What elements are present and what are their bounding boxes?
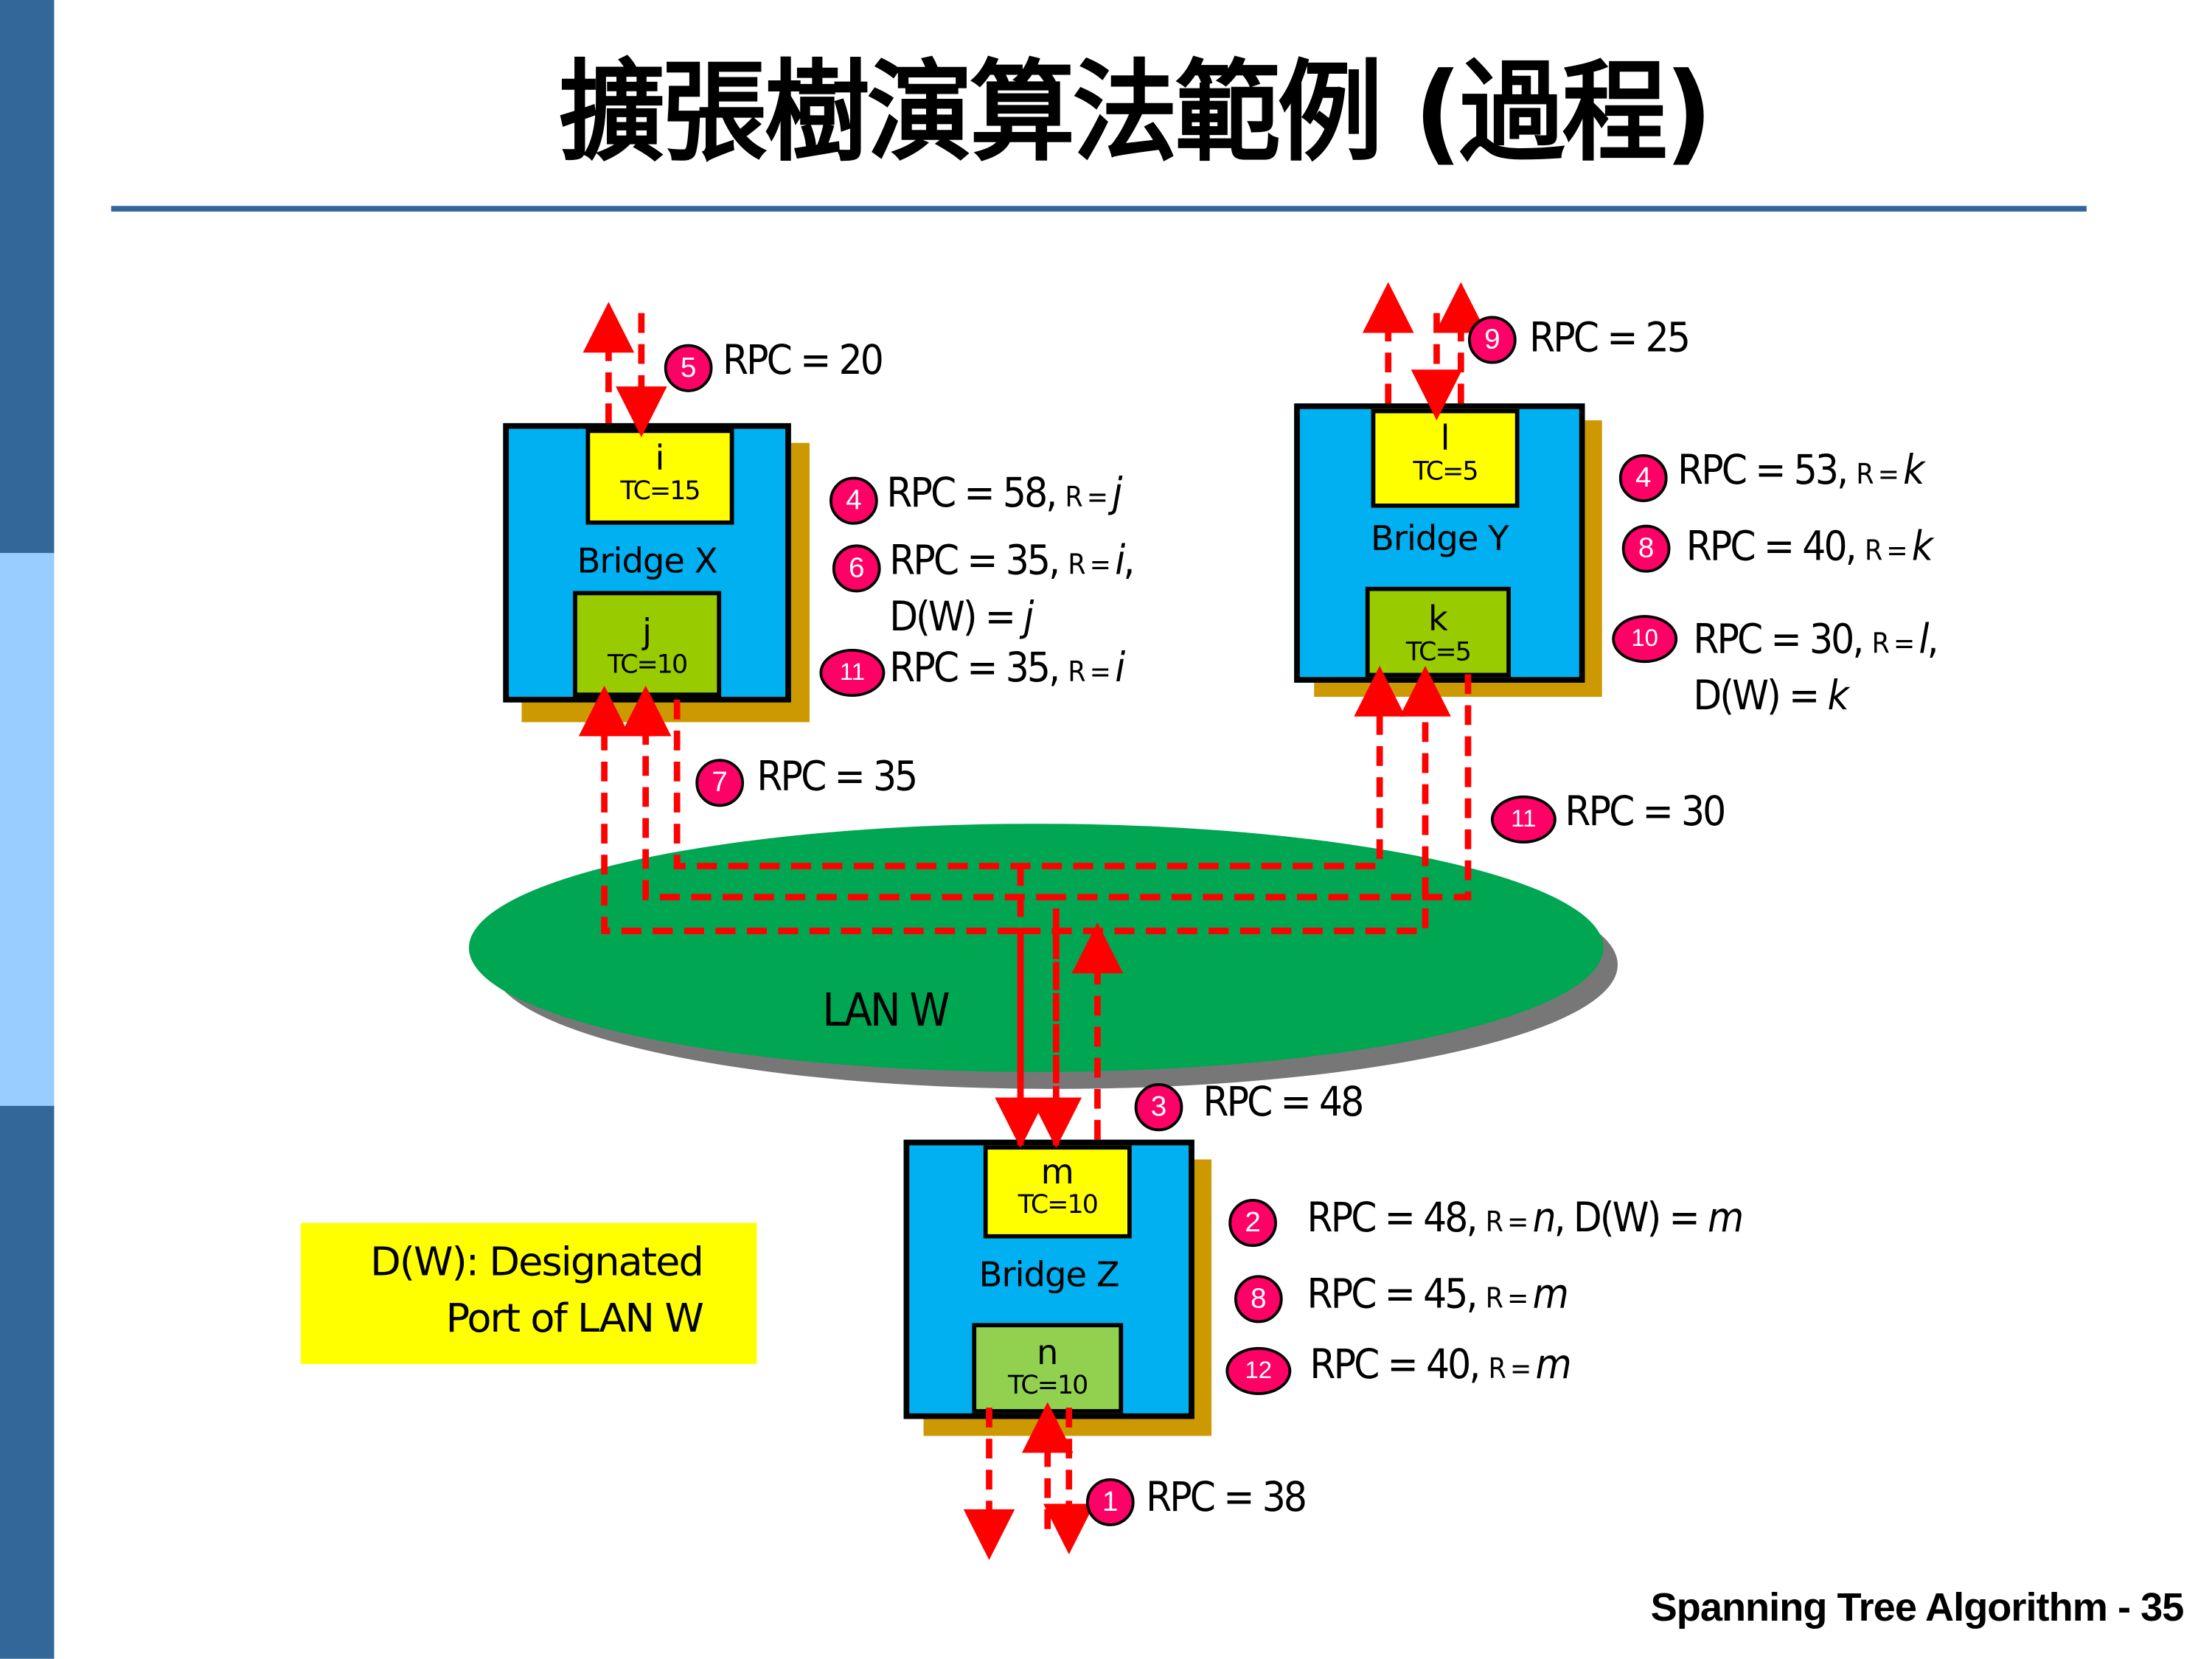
- step-badge: 6: [832, 544, 881, 593]
- step-8-z-label: RPC = 45, R = m: [1307, 1269, 1569, 1318]
- slide-footer: Spanning Tree Algorithm - 35: [1650, 1585, 2185, 1630]
- slide-title: 擴張樹演算法範例 (過程): [559, 49, 1713, 178]
- step-7-label: RPC = 35: [757, 751, 918, 800]
- bridge-name: Bridge X: [577, 541, 718, 582]
- step-4-y-label: RPC = 53, R = k: [1677, 445, 1924, 494]
- port-tc: TC=15: [620, 476, 700, 507]
- step-6-line2: D(W) = j: [889, 592, 1034, 641]
- legend-box: D(W): Designated Port of LAN W: [300, 1222, 757, 1364]
- step-badge: 11: [1490, 795, 1557, 844]
- step-badge: 11: [819, 648, 886, 698]
- port-tc: TC=5: [1413, 456, 1479, 487]
- step-5-label: RPC = 20: [723, 335, 884, 384]
- lan-w-label: LAN W: [822, 983, 950, 1037]
- step-4-x-label: RPC = 58, R = j: [886, 468, 1122, 517]
- bridge-z[interactable]: m TC=10 Bridge Z n TC=10: [903, 1139, 1194, 1419]
- port-tc: TC=10: [1008, 1371, 1088, 1401]
- port-l[interactable]: l TC=5: [1371, 408, 1520, 508]
- step-11-y-label: RPC = 30: [1565, 787, 1726, 835]
- step-10-label: RPC = 30, R = l,: [1693, 615, 1938, 664]
- step-badge: 3: [1134, 1083, 1183, 1132]
- step-3-label: RPC = 48: [1203, 1077, 1364, 1126]
- port-id: l: [1440, 419, 1450, 459]
- step-1-label: RPC = 38: [1146, 1472, 1307, 1521]
- sidebar-decoration: [0, 0, 55, 1659]
- legend-line-2: Port of LAN W: [445, 1295, 704, 1342]
- step-badge: 7: [695, 759, 745, 807]
- step-badge: 1: [1085, 1478, 1135, 1526]
- step-6-label: RPC = 35, R = i,: [889, 535, 1135, 584]
- port-id: m: [1040, 1152, 1074, 1192]
- title-divider: [111, 206, 2087, 212]
- step-badge: 5: [664, 344, 713, 392]
- bridge-y[interactable]: l TC=5 Bridge Y k TC=5: [1294, 403, 1585, 683]
- port-id: k: [1427, 599, 1448, 639]
- step-8-y-label: RPC = 40, R = k: [1686, 521, 1933, 570]
- step-badge: 12: [1225, 1346, 1292, 1395]
- path-y-k-out: [1056, 674, 1472, 900]
- step-badge: 4: [1618, 453, 1668, 503]
- port-tc: TC=10: [607, 650, 688, 681]
- step-10-line2: D(W) = k: [1693, 671, 1848, 720]
- step-9-label: RPC = 25: [1529, 313, 1691, 361]
- step-11-x-label: RPC = 35, R = i: [889, 643, 1125, 692]
- bridge-name: Bridge Z: [978, 1255, 1120, 1295]
- port-tc: TC=10: [1018, 1190, 1099, 1220]
- port-id: j: [642, 612, 653, 652]
- path-y-outer: [1020, 665, 1451, 934]
- sidebar-highlight: [0, 552, 55, 1106]
- step-badge: 8: [1621, 524, 1671, 573]
- path-x-j-out: [673, 665, 1405, 869]
- step-badge: 2: [1228, 1199, 1277, 1248]
- step-badge: 10: [1612, 615, 1678, 664]
- step-12-label: RPC = 40, R = m: [1310, 1340, 1571, 1388]
- step-2-label: RPC = 48, R = n, D(W) = m: [1307, 1193, 1745, 1242]
- step-badge: 8: [1234, 1275, 1283, 1324]
- port-id: i: [655, 438, 665, 479]
- path-x-to-lan-inner: [619, 685, 1060, 1146]
- port-id: n: [1037, 1332, 1059, 1373]
- legend-line-1: D(W): Designated: [370, 1238, 704, 1285]
- step-badge: 4: [830, 476, 878, 525]
- port-k[interactable]: k TC=5: [1365, 586, 1511, 678]
- step-badge: 9: [1467, 316, 1517, 364]
- bridge-name: Bridge Y: [1371, 518, 1509, 559]
- port-tc: TC=5: [1405, 637, 1472, 667]
